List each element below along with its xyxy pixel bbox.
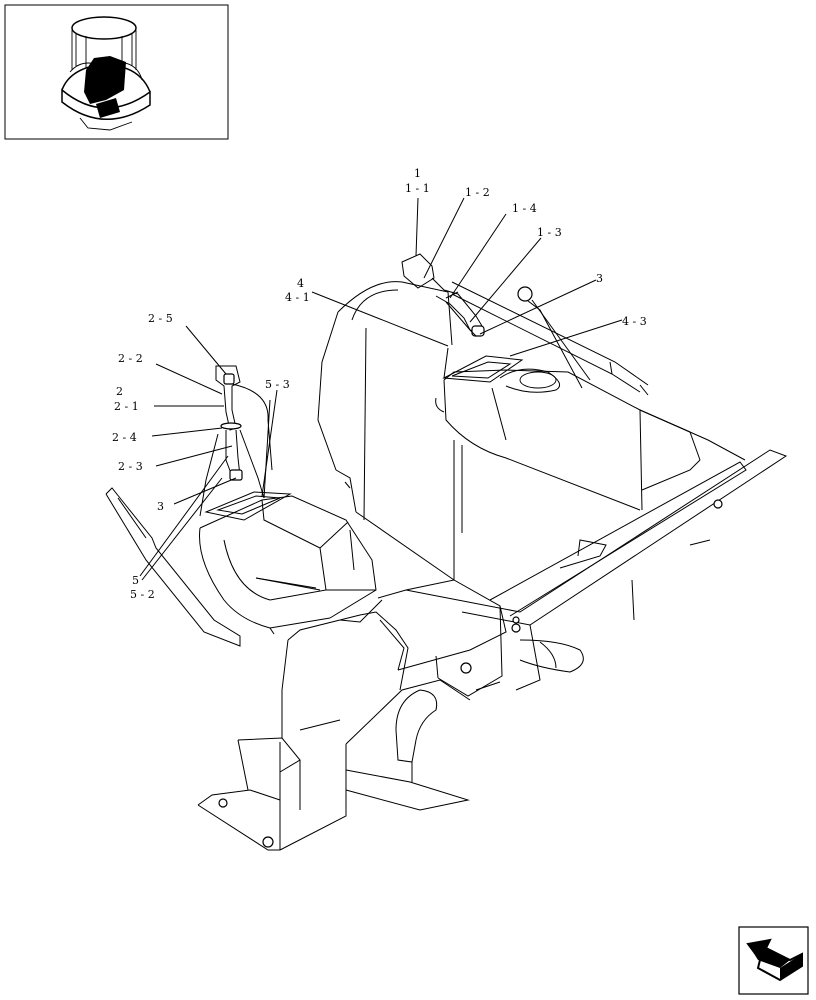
callout-4: 4 (297, 277, 304, 290)
callout-3-left: 3 (157, 500, 164, 513)
callout-2-3: 2 - 3 (118, 460, 143, 473)
callout-4-1: 4 - 1 (285, 291, 310, 304)
callout-1-2: 1 - 2 (465, 186, 490, 199)
callout-4-3: 4 - 3 (622, 315, 647, 328)
callout-2-1: 2 - 1 (114, 400, 139, 413)
callout-1-4: 1 - 4 (512, 202, 537, 215)
callout-5-3: 5 - 3 (265, 378, 290, 391)
callout-2: 2 (116, 385, 123, 398)
cab-assembly-drawing (105, 253, 788, 851)
callout-1-1: 1 - 1 (405, 182, 430, 195)
callout-1-3: 1 - 3 (537, 226, 562, 239)
callout-5-2: 5 - 2 (130, 588, 155, 601)
callout-1: 1 (414, 167, 421, 180)
callout-2-5: 2 - 5 (148, 312, 173, 325)
callout-labels: 1 1 - 1 1 - 2 1 - 4 1 - 3 3 4 4 - 1 4 - … (112, 167, 647, 601)
callout-2-4: 2 - 4 (112, 431, 137, 444)
callout-2-2: 2 - 2 (118, 352, 143, 365)
leader-lines (139, 197, 623, 591)
next-page-arrow-icon (746, 938, 803, 982)
callout-3-right: 3 (596, 272, 603, 285)
overview-thumbnail[interactable] (4, 4, 229, 140)
next-page-button[interactable] (738, 926, 809, 995)
callout-5: 5 (132, 574, 139, 587)
machine-thumbnail-icon (61, 16, 151, 131)
